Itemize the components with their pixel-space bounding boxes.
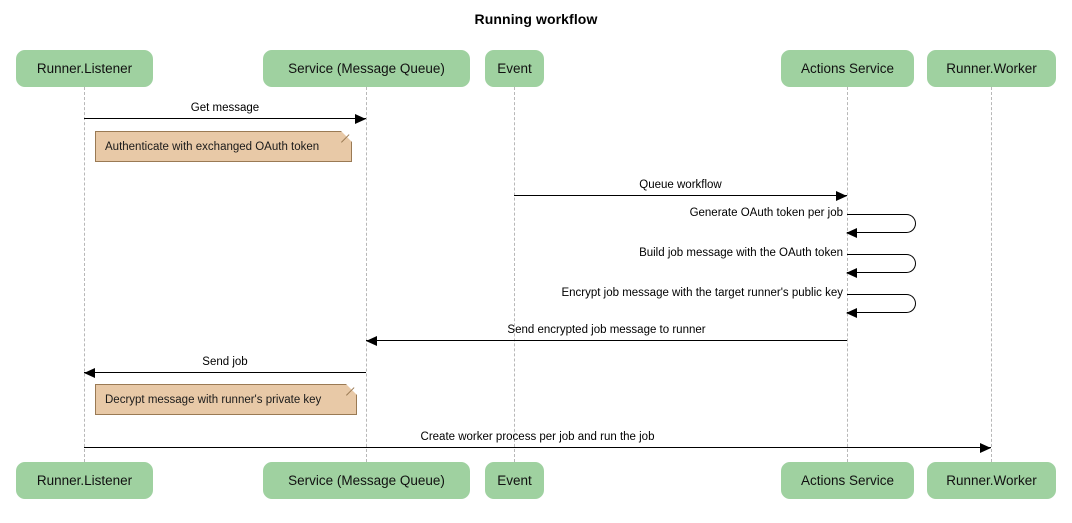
message-label-create-worker: Create worker process per job and run th…: [420, 431, 655, 443]
participant-label: Runner.Listener: [36, 61, 133, 76]
lifeline-runner-listener: [84, 87, 85, 462]
participant-runner-worker-top[interactable]: Runner.Worker: [927, 50, 1056, 87]
arrowhead-get-message: [355, 114, 366, 124]
participant-label: Runner.Worker: [946, 473, 1037, 488]
lifeline-event: [514, 87, 515, 462]
message-label-build-job-msg: Build job message with the OAuth token: [639, 247, 843, 259]
message-label-get-message: Get message: [190, 102, 260, 114]
arrowhead-generate-token: [846, 228, 857, 238]
participant-label: Service (Message Queue): [288, 61, 445, 76]
note-authenticate: Authenticate with exchanged OAuth token: [95, 131, 357, 162]
arrowhead-queue-workflow: [836, 191, 847, 201]
message-label-send-job: Send job: [202, 356, 248, 368]
message-send-encrypted: [366, 340, 847, 341]
participant-label: Actions Service: [800, 473, 895, 488]
self-message-build-job-msg: [847, 254, 916, 273]
participant-runner-listener-bottom[interactable]: Runner.Listener: [16, 462, 153, 499]
participant-label: Event: [497, 473, 532, 488]
participant-label: Service (Message Queue): [288, 473, 445, 488]
arrowhead-send-job: [84, 368, 95, 378]
message-queue-workflow: [514, 195, 847, 196]
message-label-send-encrypted: Send encrypted job message to runner: [507, 324, 706, 336]
message-send-job: [84, 372, 366, 373]
page-title: Running workflow: [474, 11, 598, 27]
participant-label: Runner.Worker: [946, 61, 1037, 76]
self-message-encrypt-job-msg: [847, 294, 916, 313]
arrowhead-create-worker: [980, 443, 991, 453]
message-label-queue-workflow: Queue workflow: [639, 179, 722, 191]
note-fold-corner-icon: [341, 131, 352, 142]
note-label: Authenticate with exchanged OAuth token: [105, 140, 320, 153]
arrowhead-send-encrypted: [366, 336, 377, 346]
participant-service-queue-top[interactable]: Service (Message Queue): [263, 50, 470, 87]
participant-actions-service-top[interactable]: Actions Service: [781, 50, 914, 87]
participant-event-top[interactable]: Event: [485, 50, 544, 87]
note-label: Decrypt message with runner's private ke…: [105, 393, 322, 406]
participant-label: Event: [497, 61, 532, 76]
participant-label: Runner.Listener: [36, 473, 133, 488]
note-fold-corner-icon: [346, 384, 357, 395]
self-message-generate-token: [847, 214, 916, 233]
participant-runner-worker-bottom[interactable]: Runner.Worker: [927, 462, 1056, 499]
lifeline-service-queue: [366, 87, 367, 462]
lifeline-runner-worker: [991, 87, 992, 462]
arrowhead-build-job-msg: [846, 268, 857, 278]
message-label-generate-token: Generate OAuth token per job: [689, 207, 843, 219]
participant-actions-service-bottom[interactable]: Actions Service: [781, 462, 914, 499]
message-label-encrypt-job-msg: Encrypt job message with the target runn…: [561, 287, 843, 299]
message-get-message: [84, 118, 366, 119]
participant-runner-listener-top[interactable]: Runner.Listener: [16, 50, 153, 87]
note-decrypt: Decrypt message with runner's private ke…: [95, 384, 362, 415]
participant-label: Actions Service: [800, 61, 895, 76]
arrowhead-encrypt-job-msg: [846, 308, 857, 318]
message-create-worker: [84, 447, 991, 448]
participant-event-bottom[interactable]: Event: [485, 462, 544, 499]
participant-service-queue-bottom[interactable]: Service (Message Queue): [263, 462, 470, 499]
